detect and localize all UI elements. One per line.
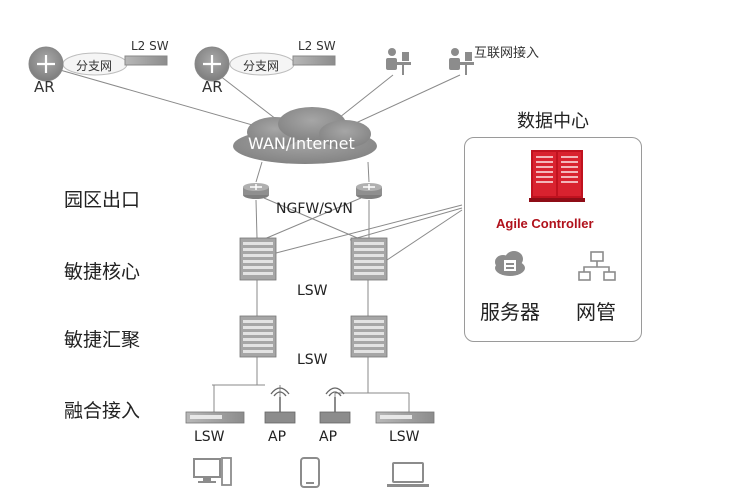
firewall-label: NGFW/SVN [276,201,353,217]
link-fw-left-core-right [263,197,363,241]
agg-switch-left-icon [239,315,277,358]
layer-aggregation-label: 敏捷汇聚 [64,329,141,351]
internet-access-label: 互联网接入 [474,46,540,61]
link-cloud-fw-left [255,161,263,183]
branch-left-switch-label: L2 SW [131,39,169,53]
agg-switch-label: LSW [297,352,328,368]
link-fw-right-core-left [261,197,362,241]
link-cloud-fw-right [367,161,370,183]
wan-cloud-label: WAN/Internet [248,134,355,153]
ap-right-icon [319,387,351,424]
core-switch-label: LSW [297,283,328,299]
nms-label: 网管 [576,300,616,324]
branch-right-switch-label: L2 SW [298,39,336,53]
firewall-left-icon [243,183,269,199]
link-core-right-dc-a [386,209,463,261]
connection-lines [59,69,463,412]
internet-user-icon [386,48,411,75]
firewall-right-icon [356,183,382,199]
layer-access-label: 融合接入 [64,400,141,422]
branch-left [28,46,168,82]
server-label: 服务器 [480,300,540,324]
wan-cloud-icon [233,107,377,164]
link-internet2-cloud [344,74,461,129]
agile-controller-server-icon [529,150,585,202]
laptop-icon [387,462,429,487]
nms-topology-icon [578,251,616,281]
link-branch-right-cloud [214,71,286,127]
branch-left-router-label: AR [34,78,55,96]
link-fw-left-core-left [255,199,258,239]
access-switch-left-label: LSW [194,429,225,445]
link-branch-left-cloud [59,69,271,131]
branch-right-network-label: 分支网 [243,59,280,73]
smartphone-icon [300,457,320,488]
core-switch-left-icon [239,237,277,281]
access-switch-left-icon [185,411,245,424]
desktop-pc-icon [193,457,232,486]
agile-controller-label: Agile Controller [496,216,594,231]
l2-switch-icon [292,55,336,66]
layer-core-label: 敏捷核心 [64,261,141,283]
ap-left-label: AP [268,429,287,445]
l2-switch-icon [124,55,168,66]
link-core-right-dc-b [349,207,463,241]
server-cloud-icon [495,251,525,276]
core-switch-right-icon [350,237,388,281]
link-core-left-dc [275,204,463,254]
layer-egress-label: 园区出口 [64,189,141,211]
router-arrows-icon [37,55,55,73]
agg-switch-right-icon [350,315,388,358]
ap-right-label: AP [319,429,338,445]
ap-left-icon [264,387,296,424]
branch-right [194,46,336,82]
router-arrows-icon [203,55,221,73]
internet-user-icon [449,48,474,75]
branch-right-router-label: AR [202,78,223,96]
access-switch-right-label: LSW [389,429,420,445]
datacenter-title: 数据中心 [517,111,589,132]
branch-left-network-label: 分支网 [76,59,113,73]
access-switch-right-icon [375,411,435,424]
